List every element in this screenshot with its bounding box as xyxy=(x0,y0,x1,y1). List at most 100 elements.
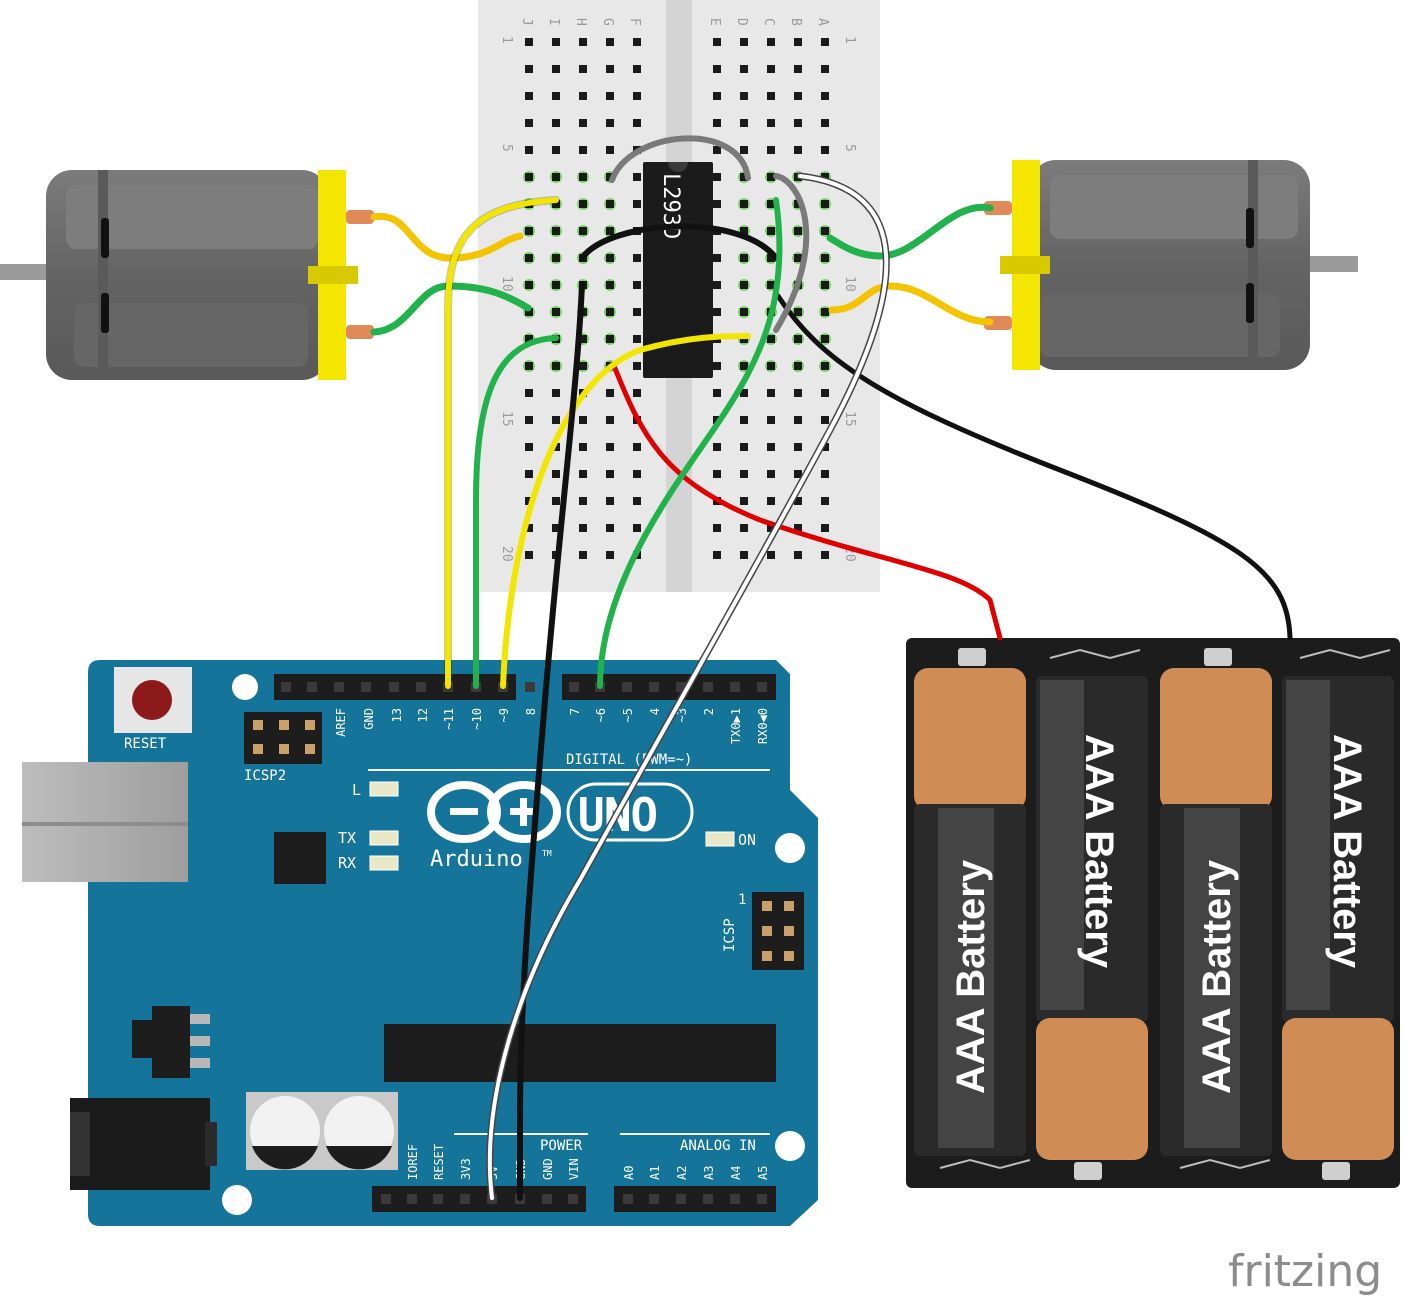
col-letter-j: J xyxy=(519,18,534,26)
icsp-pin1-label: 1 xyxy=(738,892,746,908)
breadboard-hole xyxy=(552,470,560,478)
breadboard-hole xyxy=(633,524,641,532)
header-pin xyxy=(433,1194,443,1204)
breadboard-hole xyxy=(606,551,614,559)
wire-battery-positive xyxy=(611,363,1003,641)
breadboard-hole xyxy=(579,38,587,46)
led-rx xyxy=(369,855,399,871)
breadboard-hole xyxy=(606,254,614,262)
digital-pin-label: 2 xyxy=(702,708,716,715)
header-pin xyxy=(569,682,579,692)
atmega-microcontroller xyxy=(384,1024,776,1082)
breadboard-hole xyxy=(740,92,748,100)
wire-jumper-gray xyxy=(773,173,810,333)
wires xyxy=(370,135,1293,1202)
breadboard-hole xyxy=(767,416,775,424)
row-number-15-right: 15 xyxy=(842,411,857,427)
digital-pin-label: AREF xyxy=(334,708,348,737)
breadboard-hole xyxy=(767,65,775,73)
row-number-20-left: 20 xyxy=(499,546,514,562)
breadboard-hole xyxy=(767,470,775,478)
mounting-hole xyxy=(775,833,805,863)
breadboard-hole xyxy=(633,362,641,370)
led-tx-label: TX xyxy=(338,829,356,847)
header-pin xyxy=(757,1194,767,1204)
breadboard-hole xyxy=(767,335,775,343)
breadboard-hole xyxy=(794,470,802,478)
breadboard-hole xyxy=(767,200,775,208)
row-number-10-left: 10 xyxy=(499,276,514,292)
breadboard-hole xyxy=(713,146,721,154)
breadboard-hole xyxy=(633,92,641,100)
led-l xyxy=(369,781,399,797)
wire-jumper-gray xyxy=(609,135,751,183)
battery-pack: AAA Battery AAA Battery AAA Battery AAA … xyxy=(906,638,1400,1188)
icsp-label: ICSP xyxy=(722,918,738,952)
dc-motor-right xyxy=(984,160,1358,370)
row-number-5-left: 5 xyxy=(499,144,514,152)
breadboard-hole xyxy=(579,497,587,505)
header-pin xyxy=(730,682,740,692)
battery-spring xyxy=(1049,648,1391,660)
header-pin xyxy=(568,1194,578,1204)
breadboard-hole xyxy=(579,146,587,154)
dc-jack-tab xyxy=(205,1122,217,1166)
breadboard-hole xyxy=(552,227,560,235)
breadboard-hole xyxy=(713,281,721,289)
header-pin xyxy=(703,1194,713,1204)
analog-label: ANALOG IN xyxy=(680,1138,756,1154)
motor-terminal-left xyxy=(346,325,374,339)
battery-contact xyxy=(1322,1162,1350,1180)
breadboard-hole xyxy=(794,200,802,208)
battery-highlight xyxy=(1040,680,1084,1010)
usb-interface-chip xyxy=(274,832,326,884)
power-pin-label: VIN xyxy=(567,1158,581,1180)
breadboard-hole xyxy=(525,227,533,235)
breadboard-hole xyxy=(525,308,533,316)
battery-label-2: AAA Battery xyxy=(1077,734,1121,969)
voltage-regulator xyxy=(152,1006,190,1078)
breadboard-hole xyxy=(767,389,775,397)
breadboard-hole xyxy=(794,146,802,154)
digital-pin-label: ~11 xyxy=(442,708,456,730)
battery-copper-cap xyxy=(914,668,1026,810)
header-pin xyxy=(381,1194,391,1204)
breadboard-hole xyxy=(794,524,802,532)
wire-motor-right-yellow xyxy=(828,282,994,326)
breadboard-hole xyxy=(579,92,587,100)
usb-connector-line xyxy=(22,822,188,826)
icsp-pins xyxy=(762,901,794,961)
breadboard-hole xyxy=(821,497,829,505)
breadboard-hole xyxy=(579,362,587,370)
digital-label: DIGITAL (PWM=~) xyxy=(566,752,692,768)
analog-pin-label: A4 xyxy=(729,1166,743,1180)
breadboard-hole xyxy=(525,416,533,424)
col-letter-a: A xyxy=(815,18,830,26)
breadboard-hole xyxy=(552,281,560,289)
battery-cell-3: AAA Battery xyxy=(1160,668,1272,1156)
breadboard-hole xyxy=(579,200,587,208)
breadboard-hole xyxy=(821,227,829,235)
analog-pin-label: A2 xyxy=(675,1166,689,1180)
reset-button[interactable] xyxy=(132,680,172,720)
breadboard-hole xyxy=(579,443,587,451)
breadboard-hole xyxy=(606,92,614,100)
breadboard-hole xyxy=(552,416,560,424)
motor-bushing-left xyxy=(308,266,358,284)
icsp2-label: ICSP2 xyxy=(244,768,286,784)
breadboard-hole xyxy=(821,146,829,154)
breadboard-hole xyxy=(606,281,614,289)
breadboard-hole xyxy=(552,254,560,262)
breadboard-hole xyxy=(579,65,587,73)
breadboard-hole xyxy=(633,65,641,73)
breadboard-hole xyxy=(633,389,641,397)
breadboard-hole xyxy=(525,38,533,46)
breadboard-hole xyxy=(740,38,748,46)
breadboard-hole xyxy=(525,65,533,73)
breadboard-hole xyxy=(606,416,614,424)
breadboard-hole xyxy=(767,146,775,154)
capacitor-stripe xyxy=(326,1146,392,1170)
motor-slot-right xyxy=(1246,208,1254,248)
breadboard-hole xyxy=(713,362,721,370)
